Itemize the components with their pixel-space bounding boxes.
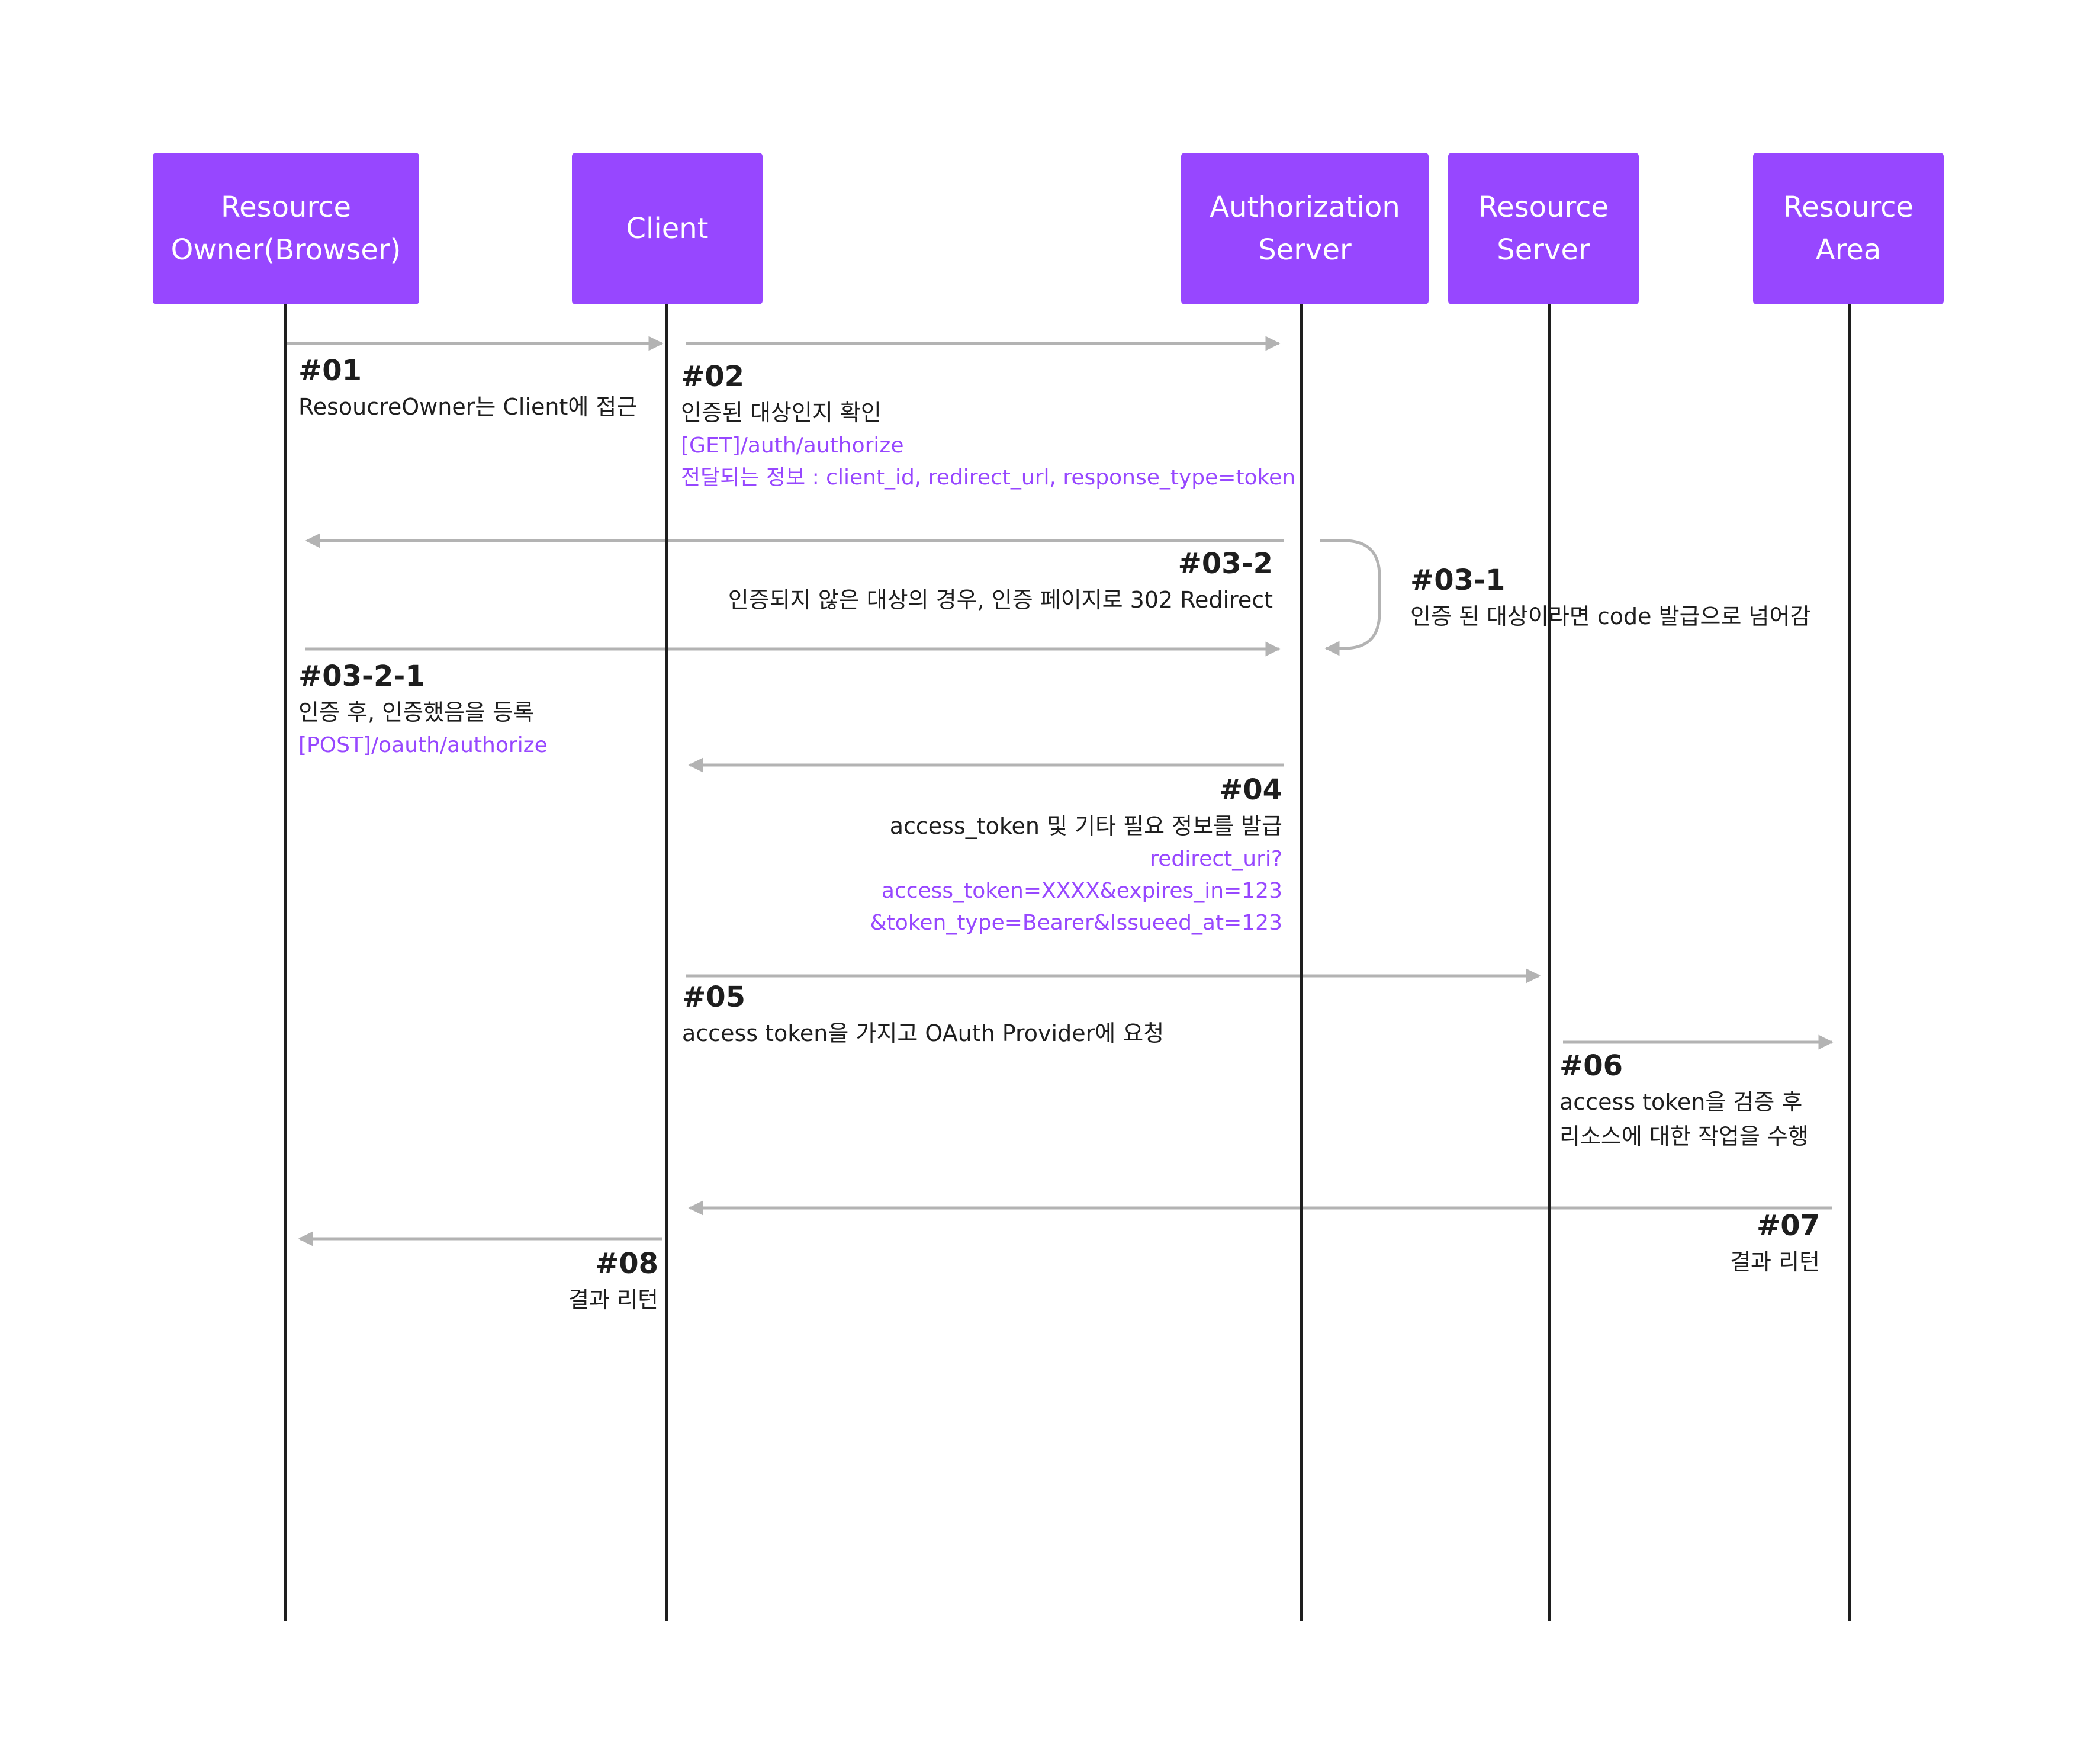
actor-client: Client (572, 153, 763, 304)
step-03-1: #03-1 인증 된 대상이라면 code 발급으로 넘어감 (1410, 561, 1810, 634)
step-endpoint: [POST]/oauth/authorize (298, 733, 548, 757)
step-description: access token을 가지고 OAuth Provider에 요청 (682, 1020, 1165, 1046)
step-description-line1: access token을 검증 후 (1559, 1089, 1803, 1115)
step-description: ResoucreOwner는 Client에 접근 (298, 394, 638, 420)
step-05: #05 access token을 가지고 OAuth Provider에 요청 (682, 978, 1164, 1050)
step-description: 인증 된 대상이라면 code 발급으로 넘어감 (1410, 603, 1811, 629)
step-number: #06 (1559, 1049, 1623, 1082)
step-03-2: #03-2 인증되지 않은 대상의 경우, 인증 페이지로 302 Redire… (728, 545, 1273, 617)
step-query-1: access_token=XXXX&expires_in=123 (881, 879, 1282, 903)
step-query-2: &token_type=Bearer&Issueed_at=123 (870, 911, 1282, 935)
actor-resource-owner: Resource Owner(Browser) (153, 153, 419, 304)
step-redirect-uri: redirect_uri? (1150, 847, 1282, 871)
step-number: #03-2-1 (298, 660, 425, 693)
step-number: #07 (1756, 1209, 1820, 1242)
step-08: #08 결과 리턴 (568, 1245, 658, 1317)
actor-resource-area: Resource Area (1753, 153, 1944, 304)
step-description: 결과 리턴 (1730, 1249, 1820, 1275)
step-07: #07 결과 리턴 (1730, 1207, 1820, 1279)
step-06: #06 access token을 검증 후 리소스에 대한 작업을 수행 (1559, 1047, 1809, 1153)
step-04: #04 access_token 및 기타 필요 정보를 발급 redirect… (870, 771, 1282, 939)
step-description: 인증되지 않은 대상의 경우, 인증 페이지로 302 Redirect (728, 587, 1273, 613)
arrow-03-1-loop (1320, 539, 1381, 656)
step-number: #04 (1218, 773, 1282, 807)
step-03-2-1: #03-2-1 인증 후, 인증했음을 등록 [POST]/oauth/auth… (298, 657, 548, 761)
step-number: #03-1 (1410, 564, 1506, 597)
lifeline-client (665, 303, 668, 1621)
step-params: 전달되는 정보 : client_id, redirect_url, respo… (681, 465, 1296, 490)
step-description-line2: 리소스에 대한 작업을 수행 (1559, 1123, 1809, 1149)
lifeline-resource-area (1848, 303, 1851, 1621)
step-description: 인증 후, 인증했음을 등록 (298, 699, 534, 725)
lifeline-auth-server (1300, 303, 1303, 1621)
lifeline-resource-server (1548, 303, 1551, 1621)
step-description: 결과 리턴 (568, 1287, 658, 1313)
step-number: #03-2 (1178, 547, 1273, 580)
step-number: #05 (682, 981, 746, 1014)
step-number: #08 (594, 1247, 658, 1280)
step-description: 인증된 대상인지 확인 (681, 400, 882, 426)
step-number: #01 (298, 354, 362, 387)
step-01: #01 ResoucreOwner는 Client에 접근 (298, 352, 637, 424)
actor-resource-server: Resource Server (1448, 153, 1639, 304)
step-02: #02 인증된 대상인지 확인 [GET]/auth/authorize 전달되… (681, 358, 1295, 494)
lifeline-owner (284, 303, 287, 1621)
step-number: #02 (681, 360, 745, 393)
step-description: access_token 및 기타 필요 정보를 발급 (889, 813, 1282, 839)
actor-authorization-server: Authorization Server (1181, 153, 1429, 304)
step-endpoint: [GET]/auth/authorize (681, 433, 904, 458)
